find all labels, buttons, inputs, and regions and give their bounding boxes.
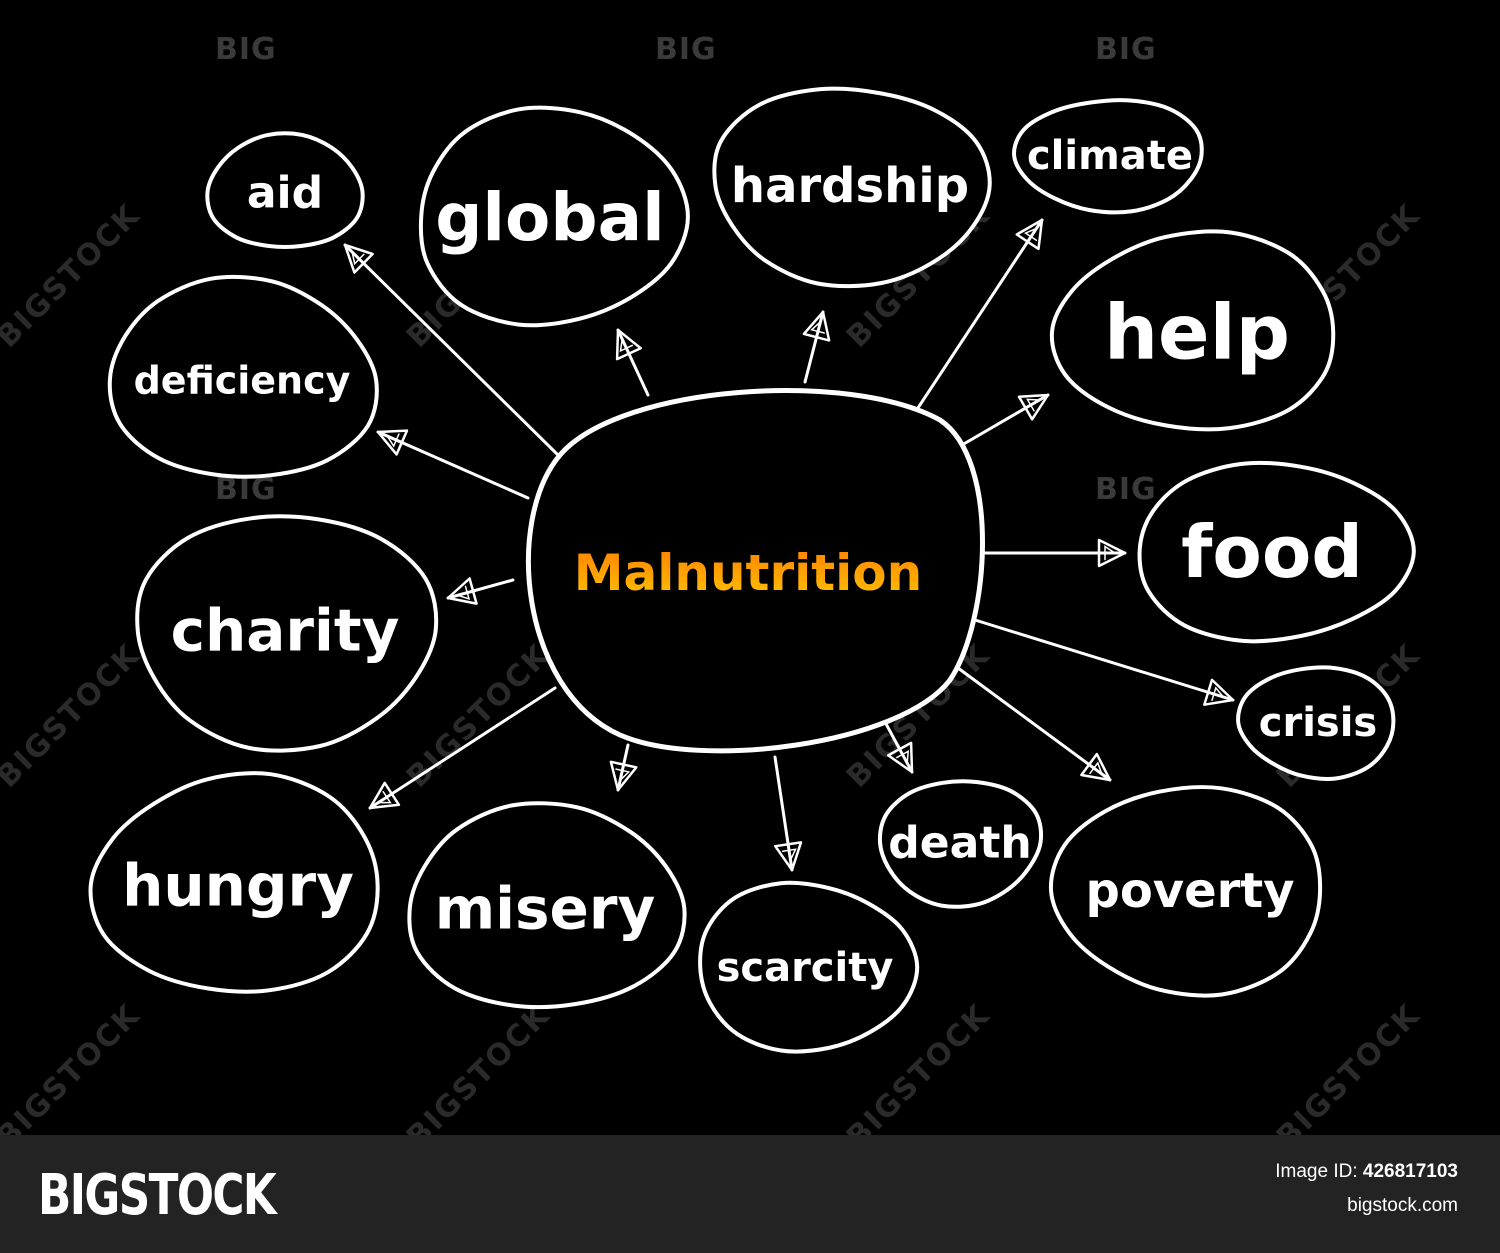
arrowhead-hatch-hardship [810,320,826,334]
connector-death [883,720,914,774]
watermark-big: BIG [215,32,277,67]
arrowhead-hatch-help [1026,398,1041,412]
connector-global [616,328,650,397]
node-label-poverty: poverty [1085,863,1294,919]
node-label-misery: misery [435,874,656,942]
connector-hungry [368,686,557,810]
footer-url-link[interactable]: bigstock.com [1347,1195,1458,1216]
connector-crisis [973,618,1235,702]
node-bubble-food [1137,460,1416,644]
node-bubble-global [418,105,690,328]
node-label-global: global [435,179,665,256]
node-bubble-deficiency [107,274,379,479]
node-bubble-crisis [1236,665,1396,781]
arrowhead-poverty [1080,752,1112,782]
node-label-hardship: hardship [731,158,969,214]
arrowhead-hatch-poverty [1089,761,1103,775]
arrowhead-charity [446,577,478,605]
arrowhead-global [615,328,642,361]
node-bubble-hardship [712,86,992,289]
node-bubble-aid [205,131,365,249]
arrowhead-hardship [802,310,831,342]
arrowhead-hatch-scarcity [781,848,797,861]
arrowhead-crisis [1203,678,1235,706]
connector-scarcity [773,755,794,872]
node-label-deficiency: deficiency [134,358,351,402]
arrowhead-misery [609,760,638,792]
node-label-scarcity: scarcity [717,945,894,991]
arrowhead-hatch-deficiency [386,433,400,448]
node-label-help: help [1104,288,1290,377]
node-bubble-help [1049,229,1336,432]
arrowhead-help [1017,393,1050,421]
bigstock-logo[interactable]: BIGSTOCK [38,1163,277,1228]
connector-help [948,393,1050,454]
center-label: Malnutrition [574,544,923,602]
arrowhead-hatch-food [1104,545,1116,561]
connector-deficiency [376,430,530,500]
connector-poverty [956,666,1112,782]
watermark-big: BIG [655,32,717,67]
arrowhead-death [886,741,914,774]
connector-hardship [803,310,825,384]
node-bubble-charity [135,514,439,753]
arrowhead-scarcity [774,841,803,872]
arrowhead-hatch-global [619,338,634,353]
arrowhead-hungry [368,781,401,810]
arrowhead-hatch-crisis [1211,686,1225,702]
mind-map-diagram: Malnutrition aid global hardship climate hel… [88,86,1416,1054]
node-label-hungry: hungry [122,851,354,919]
image-id: Image ID: 426817103 [1275,1161,1458,1183]
node-label-food: food [1181,510,1363,594]
arrowhead-hatch-climate [1024,227,1038,242]
node-bubble-death [877,779,1044,909]
mind-map-canvas: BIG BIG BIG BIG BIG BIG BIG BIG BIGSTOCK… [0,32,1428,1155]
arrowhead-hatch-misery [615,768,631,781]
arrowhead-aid [343,243,374,274]
node-label-crisis: crisis [1259,700,1377,746]
arrowhead-food [1097,538,1127,568]
node-label-aid: aid [247,167,323,218]
node-bubble-climate [1012,98,1204,215]
node-bubble-misery [407,801,687,1010]
node-label-death: death [888,817,1031,868]
connector-aid [343,243,560,457]
arrowhead-hatch-death [896,749,910,764]
watermark-big: BIG [1095,32,1157,67]
arrowhead-hatch-charity [456,585,471,601]
connector-climate [908,218,1044,422]
node-label-climate: climate [1027,133,1193,179]
node-label-charity: charity [171,596,400,664]
center-bubble [526,388,985,754]
arrowhead-hatch-hungry [377,790,392,804]
arrowhead-deficiency [376,429,409,456]
node-bubble-hungry [88,771,380,994]
connector-misery [616,743,630,792]
footer-bar: BIGSTOCK Image ID: 426817103 bigstock.co… [0,1135,1500,1253]
arrowhead-climate [1015,218,1044,251]
watermark-big: BIG [1095,472,1157,507]
node-bubble-scarcity [698,880,920,1054]
image-id-label: Image ID: [1275,1161,1358,1182]
arrowhead-hatch-aid [351,251,365,266]
node-bubble-poverty [1048,785,1323,998]
image-id-value: 426817103 [1362,1161,1458,1182]
